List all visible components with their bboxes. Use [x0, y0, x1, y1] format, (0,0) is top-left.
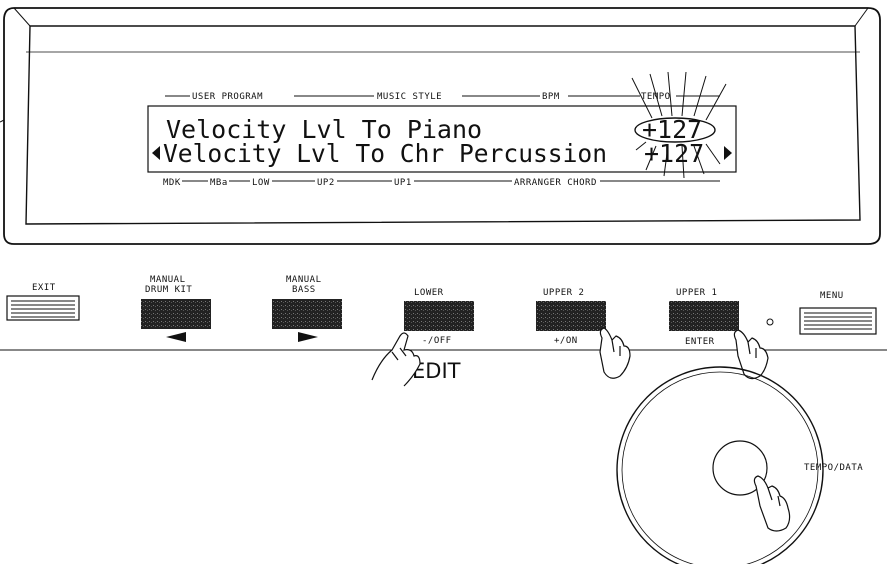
hand-icon-upper2: [599, 327, 631, 379]
label-mdk: MDK: [163, 178, 181, 188]
blink-indicator: [631, 71, 727, 179]
upper1-button[interactable]: [669, 301, 739, 331]
manual-bass-button[interactable]: [272, 299, 342, 329]
dial-label: TEMPO/DATA: [804, 463, 863, 473]
label-mba: MBa: [210, 178, 228, 188]
label-arranger-chord: ARRANGER CHORD: [514, 178, 597, 188]
drum-kit-label-2: DRUM KIT: [145, 285, 192, 295]
lower-sub-label: -/OFF: [422, 336, 452, 346]
display-bezel: [0, 7, 881, 245]
label-low: LOW: [252, 178, 270, 188]
right-triangle-icon: [298, 332, 318, 342]
hand-icon-upper1: [733, 329, 769, 380]
drum-kit-label-1: MANUAL: [150, 275, 186, 285]
hand-icon-dial: [753, 475, 791, 532]
left-arrow-icon: [152, 146, 160, 160]
hand-icon-lower: [371, 332, 421, 387]
lcd-frame: [147, 105, 737, 173]
menu-button[interactable]: [799, 307, 877, 335]
label-up1: UP1: [394, 178, 412, 188]
indicator-led: [766, 318, 774, 326]
label-tempo: TEMPO: [641, 92, 671, 102]
menu-label: MENU: [820, 291, 844, 301]
lcd-value-2: +127: [644, 139, 704, 168]
display-footer: MDK MBa LOW UP2 UP1 ARRANGER CHORD: [163, 178, 720, 188]
exit-button[interactable]: [6, 295, 80, 321]
lcd-line-2: Velocity Lvl To Chr Percussion: [163, 139, 607, 168]
label-bpm: BPM: [542, 92, 560, 102]
lcd-line-1: Velocity Lvl To Piano: [166, 115, 482, 144]
upper2-button[interactable]: [536, 301, 606, 331]
upper1-label: UPPER 1: [676, 288, 717, 298]
upper2-label: UPPER 2: [543, 288, 584, 298]
right-arrow-icon: [724, 146, 732, 160]
display-header: USER PROGRAM MUSIC STYLE BPM TEMPO: [165, 92, 720, 102]
tempo-data-dial[interactable]: [616, 366, 824, 568]
lower-button[interactable]: [404, 301, 474, 331]
label-music-style: MUSIC STYLE: [377, 92, 442, 102]
label-up2: UP2: [317, 178, 335, 188]
upper2-sub-label: +/ON: [554, 336, 578, 346]
exit-label: EXIT: [32, 283, 56, 293]
label-user-program: USER PROGRAM: [192, 92, 263, 102]
bass-label-1: MANUAL: [286, 275, 322, 285]
upper1-sub-label: ENTER: [685, 337, 715, 347]
bass-label-2: BASS: [292, 285, 316, 295]
lower-label: LOWER: [414, 288, 444, 298]
left-triangle-icon: [166, 332, 186, 342]
manual-drum-kit-button[interactable]: [141, 299, 211, 329]
